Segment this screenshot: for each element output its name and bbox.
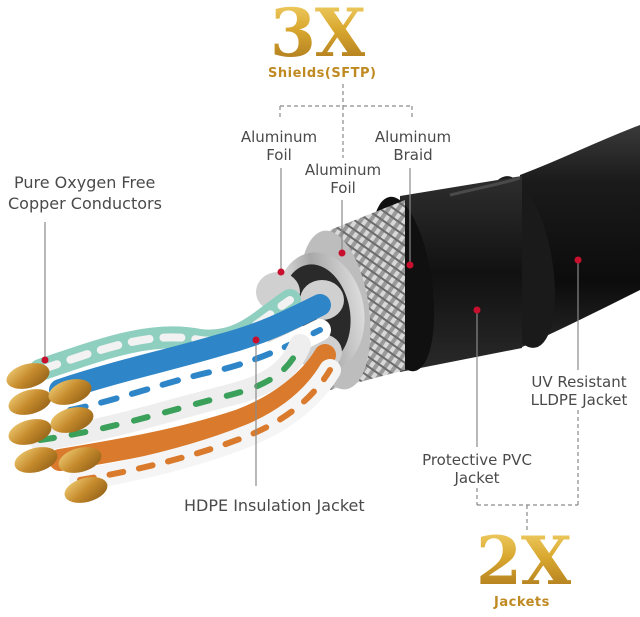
label-braid-line2: Braid <box>393 146 433 164</box>
red-markers <box>41 249 582 364</box>
label-copper-line2: Copper Conductors <box>8 194 162 213</box>
label-uv-line2: LLDPE Jacket <box>530 391 628 409</box>
label-copper-conductors: Pure Oxygen Free Copper Conductors <box>8 172 162 214</box>
label-uv-line1: UV Resistant <box>531 373 627 391</box>
label-pvc-line1: Protective PVC <box>422 451 532 469</box>
label-copper-line1: Pure Oxygen Free <box>14 173 156 192</box>
shield-bracket <box>279 84 413 158</box>
label-aluminum-foil-outer: Aluminum Foil <box>236 128 322 164</box>
label-braid-line1: Aluminum <box>374 128 452 146</box>
label-pvc-jacket: Protective PVC Jacket <box>415 451 539 487</box>
label-aluminum-foil-inner: Aluminum Foil <box>300 161 386 197</box>
label-foil-inner-line1: Aluminum <box>304 161 382 179</box>
label-uv-jacket: UV Resistant LLDPE Jacket <box>522 373 636 409</box>
twisted-pairs <box>29 289 341 491</box>
jacket-count-caption: Jackets <box>494 595 550 610</box>
label-hdpe-insulation: HDPE Insulation Jacket <box>184 496 365 515</box>
jacket-count-number: 2X <box>476 522 572 600</box>
label-foil-inner-line2: Foil <box>330 179 356 197</box>
shield-count-number: 3X <box>270 0 366 72</box>
copper-conductors <box>6 363 108 503</box>
label-pvc-line2: Jacket <box>454 469 500 487</box>
label-foil-outer-line1: Aluminum <box>240 128 318 146</box>
label-aluminum-braid: Aluminum Braid <box>370 128 456 164</box>
jacket-bracket <box>476 410 579 530</box>
shield-count-caption: Shields(SFTP) <box>268 66 377 81</box>
leader-lines <box>44 168 579 486</box>
label-foil-outer-line2: Foil <box>266 146 292 164</box>
